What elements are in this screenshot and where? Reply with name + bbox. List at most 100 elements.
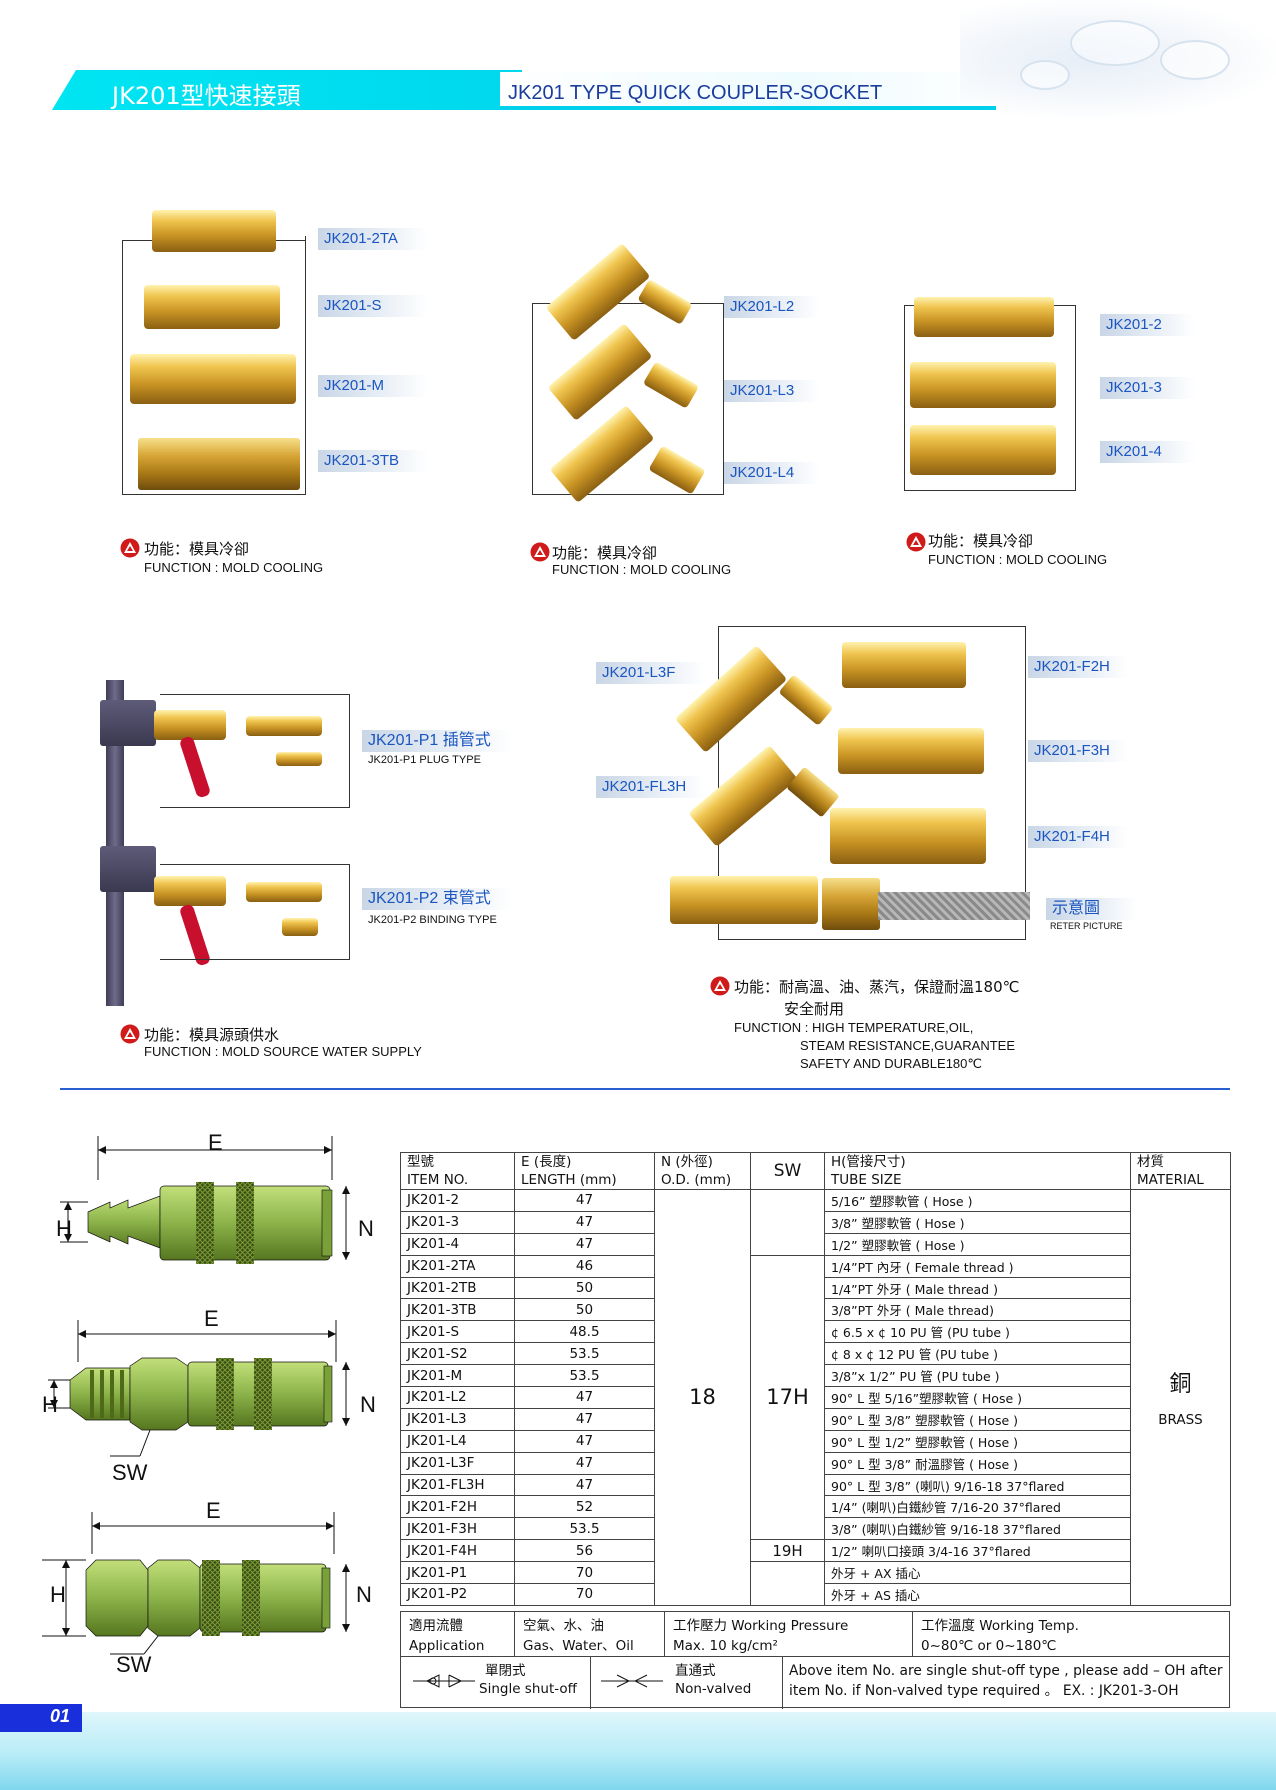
dim-n-2: N (360, 1392, 376, 1417)
function-en-5a: FUNCTION : HIGH TEMPERATURE,OIL, (734, 1020, 974, 1035)
product-jk201-2 (914, 297, 1054, 337)
product-jk201-p2 (246, 882, 322, 902)
cell-length: 53.5 (514, 1364, 655, 1388)
label-jk201-l3: JK201-L3 (724, 380, 819, 402)
dim-sw-3: SW (116, 1652, 152, 1677)
cell-tube: 3/8” 塑膠軟管 ( Hose ) (824, 1210, 1131, 1234)
dim-h-1: H (56, 1216, 72, 1241)
cell-item: JK201-L2 (400, 1386, 515, 1409)
product-jk201-f2h (842, 642, 966, 688)
cell-length: 70 (514, 1583, 655, 1606)
page-title-en: JK201 TYPE QUICK COUPLER-SOCKET (508, 82, 883, 104)
page-number: 01 (50, 1706, 71, 1726)
function-en-5c: SAFETY AND DURABLE180℃ (800, 1056, 982, 1071)
product-jk201-p1 (246, 716, 322, 736)
shutoff-valve-icon (413, 1674, 475, 1688)
cell-tube: 90° L 型 5/16”塑膠軟管 ( Hose ) (824, 1386, 1131, 1409)
group5-bracket (718, 626, 1026, 940)
cell-tube: 90° L 型 3/8” 塑膠軟管 ( Hose ) (824, 1407, 1131, 1431)
product-jk201-3 (910, 362, 1056, 408)
warning-icon (120, 1024, 140, 1044)
header-length: E (長度)LENGTH (mm) (514, 1152, 655, 1190)
cell-tube: 5/16” 塑膠軟管 ( Hose ) (824, 1189, 1131, 1212)
label-jk201-p2: JK201-P2 束管式 (362, 888, 512, 910)
cell-sw-f4h: 19H (750, 1539, 825, 1563)
dim-n-1: N (358, 1216, 374, 1241)
warning-icon (906, 532, 926, 552)
cell-item: JK201-F2H (400, 1495, 515, 1519)
header-sw: SW (750, 1152, 825, 1190)
cell-sw-empty (750, 1561, 825, 1606)
product-jk201-4 (910, 425, 1056, 475)
cell-item: JK201-L4 (400, 1429, 515, 1453)
function-cn-2: 功能：模具冷卻 (552, 544, 658, 562)
dim-e-1: E (208, 1130, 223, 1155)
plug-p1 (276, 752, 322, 766)
function-en-4: FUNCTION : MOLD SOURCE WATER SUPPLY (144, 1044, 422, 1059)
label-jk201-f4h: JK201-F4H (1028, 826, 1128, 848)
dimension-drawings (42, 1136, 350, 1655)
cell-length: 48.5 (514, 1320, 655, 1344)
cell-item: JK201-2TB (400, 1276, 515, 1300)
product-jk201-2ta (152, 210, 276, 252)
label-jk201-l3f: JK201-L3F (596, 662, 706, 684)
cell-tube: 1/4”PT 外牙 ( Male thread ) (824, 1276, 1131, 1300)
cell-length: 52 (514, 1495, 655, 1519)
cell-item: JK201-FL3H (400, 1473, 515, 1497)
diagram-fitting (822, 878, 880, 930)
footer-note: Above item No. are single shut-off type … (789, 1663, 1223, 1699)
label-jk201-p1: JK201-P1 插管式 (362, 730, 512, 752)
cell-length: 47 (514, 1451, 655, 1475)
group1-bracket-right (305, 236, 306, 494)
cell-tube: 1/4”PT 內牙 ( Female thread ) (824, 1254, 1131, 1278)
dim-sw-2: SW (112, 1460, 148, 1485)
page-number-box (0, 1704, 82, 1732)
cell-tube: 外牙 + AS 插心 (824, 1583, 1131, 1606)
group4-bracket-top (160, 694, 350, 808)
function-cn-5b: 安全耐用 (784, 1000, 845, 1018)
cell-tube: ¢ 8 x ¢ 12 PU 管 (PU tube ) (824, 1342, 1131, 1366)
cell-length: 46 (514, 1254, 655, 1278)
warning-icon (530, 542, 550, 562)
footer-temp: 工作溫度 Working Temp.0~80℃ or 0~180℃ (921, 1618, 1079, 1654)
cell-item: JK201-2TA (400, 1254, 515, 1278)
non-valved-icon (601, 1674, 663, 1688)
cell-tube: ¢ 6.5 x ¢ 10 PU 管 (PU tube ) (824, 1320, 1131, 1344)
diagram-coupler (670, 876, 818, 924)
warning-icon (120, 538, 140, 558)
label-jk201-p1-sub: JK201-P1 PLUG TYPE (368, 754, 481, 766)
cell-tube: 90° L 型 1/2” 塑膠軟管 ( Hose ) (824, 1429, 1131, 1453)
dim-e-3: E (206, 1498, 221, 1523)
cell-item: JK201-M (400, 1364, 515, 1388)
warning-icon (710, 976, 730, 996)
cell-length: 47 (514, 1232, 655, 1256)
cell-item: JK201-S2 (400, 1342, 515, 1366)
product-jk201-3tb (138, 438, 300, 490)
group4-bracket-bottom (160, 864, 350, 960)
cell-length: 47 (514, 1407, 655, 1431)
section-divider (60, 1088, 1230, 1090)
label-jk201-2: JK201-2 (1100, 314, 1195, 336)
label-jk201-f3h: JK201-F3H (1028, 740, 1128, 762)
function-cn-5a: 功能：耐高溫、油、蒸汽，保證耐溫180℃ (734, 978, 1020, 996)
cell-item: JK201-S (400, 1320, 515, 1344)
cell-item: JK201-3 (400, 1210, 515, 1234)
function-en-1: FUNCTION : MOLD COOLING (144, 560, 324, 575)
group2-bracket (532, 303, 724, 495)
cell-tube: 3/8”x 1/2” PU 管 (PU tube ) (824, 1364, 1131, 1388)
label-diagram: 示意圖 (1046, 898, 1138, 920)
cell-tube: 1/4” (喇叭)白鐵紗管 7/16-20 37°flared (824, 1495, 1131, 1519)
dim-e-2: E (204, 1306, 219, 1331)
